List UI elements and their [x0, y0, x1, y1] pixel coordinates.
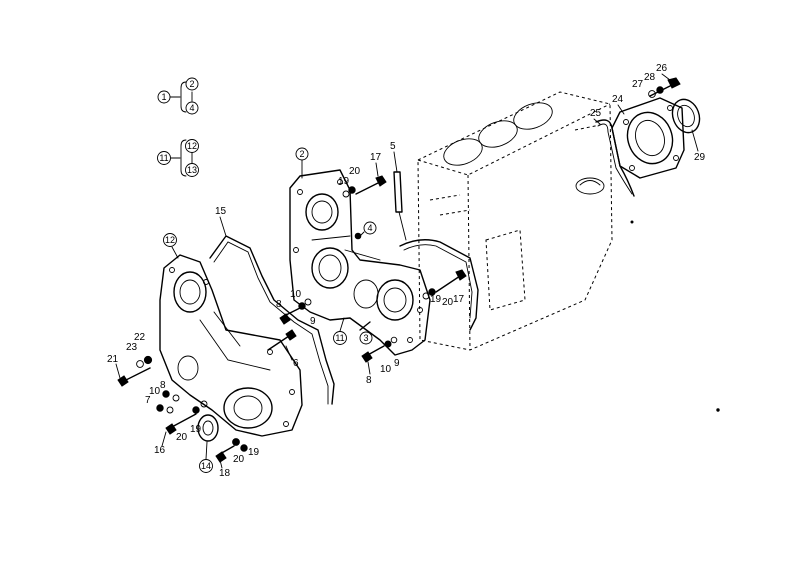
bolt-16-set	[165, 400, 208, 435]
callout-10-left: 10	[149, 386, 161, 397]
callout-11: 11	[333, 317, 347, 345]
callout-26: 26	[656, 63, 668, 74]
callout-17-lower: 17	[453, 294, 465, 305]
callout-27: 27	[632, 79, 644, 90]
legend-2-main: 11	[159, 153, 168, 163]
legend-2-lower: 13	[187, 165, 197, 175]
plate-gasket	[399, 239, 479, 331]
callout-8-lower: 8	[366, 375, 372, 386]
dowel-3	[359, 321, 371, 331]
callout-7: 7	[145, 395, 151, 406]
bolt-8-upper-set	[279, 298, 312, 325]
callout-28: 28	[644, 72, 656, 83]
engine-block	[417, 91, 613, 351]
callout-20-right: 20	[442, 297, 454, 308]
callout-20-upper: 20	[349, 166, 361, 177]
legend-group-1: 1 2 4	[157, 77, 199, 115]
legend-1-main: 1	[161, 92, 166, 102]
callout-18: 18	[219, 468, 231, 479]
callout-10-lower: 10	[380, 364, 392, 375]
svg-text:2: 2	[299, 149, 304, 159]
callout-8-upper: 8	[276, 299, 282, 310]
callout-16: 16	[154, 445, 166, 456]
callout-17-upper: 17	[370, 152, 382, 163]
callout-20-bottom: 20	[233, 454, 245, 465]
svg-text:12: 12	[165, 235, 175, 245]
dowel-5	[393, 171, 407, 241]
callout-9-upper: 9	[310, 316, 316, 327]
timing-cover	[159, 254, 303, 437]
callout-19-bottom: 19	[248, 447, 260, 458]
callout-19-upper: 19	[338, 176, 350, 187]
bolt-17-upper-set	[342, 175, 387, 198]
callout-2: 2	[295, 147, 309, 179]
svg-text:4: 4	[367, 223, 372, 233]
callout-20-left: 20	[176, 432, 188, 443]
bolt-8-lower-set	[361, 336, 398, 363]
callout-3: 3	[359, 331, 373, 345]
bolt-7-set	[156, 390, 180, 414]
legend-group-2: 11 12 13	[157, 139, 199, 177]
bolt-18-set	[215, 438, 248, 463]
callout-21: 21	[107, 354, 119, 365]
callout-5: 5	[390, 141, 396, 152]
rear-oil-seal	[671, 98, 701, 134]
callout-14: 14	[199, 441, 213, 473]
callout-9-lower: 9	[394, 358, 400, 369]
bolt-6	[267, 329, 297, 351]
callout-25: 25	[590, 108, 602, 119]
cover-gasket	[209, 235, 335, 405]
pin-4	[354, 232, 362, 240]
rear-gasket	[595, 119, 635, 197]
legend-1-upper: 2	[189, 79, 194, 89]
callout-8-left: 8	[160, 380, 166, 391]
front-oil-seal	[197, 414, 219, 442]
callout-6: 6	[293, 358, 299, 369]
svg-text:3: 3	[363, 333, 368, 343]
callout-19-right: 19	[430, 294, 442, 305]
callout-10-upper: 10	[290, 289, 302, 300]
callout-29: 29	[694, 152, 706, 163]
legend-2-upper: 12	[187, 141, 197, 151]
callout-22: 22	[134, 332, 146, 343]
bolt-21-set	[117, 355, 153, 387]
rear-bolt-set	[648, 77, 681, 98]
callout-4: 4	[359, 221, 377, 237]
bolt-17-lower-set	[422, 269, 467, 300]
callout-12: 12	[163, 233, 179, 259]
callout-24: 24	[612, 94, 624, 105]
svg-text:14: 14	[201, 461, 211, 471]
legend-1-lower: 4	[189, 103, 194, 113]
callout-15: 15	[215, 206, 227, 217]
callout-23: 23	[126, 342, 138, 353]
svg-text:11: 11	[335, 333, 344, 343]
callout-19-left: 19	[190, 424, 202, 435]
